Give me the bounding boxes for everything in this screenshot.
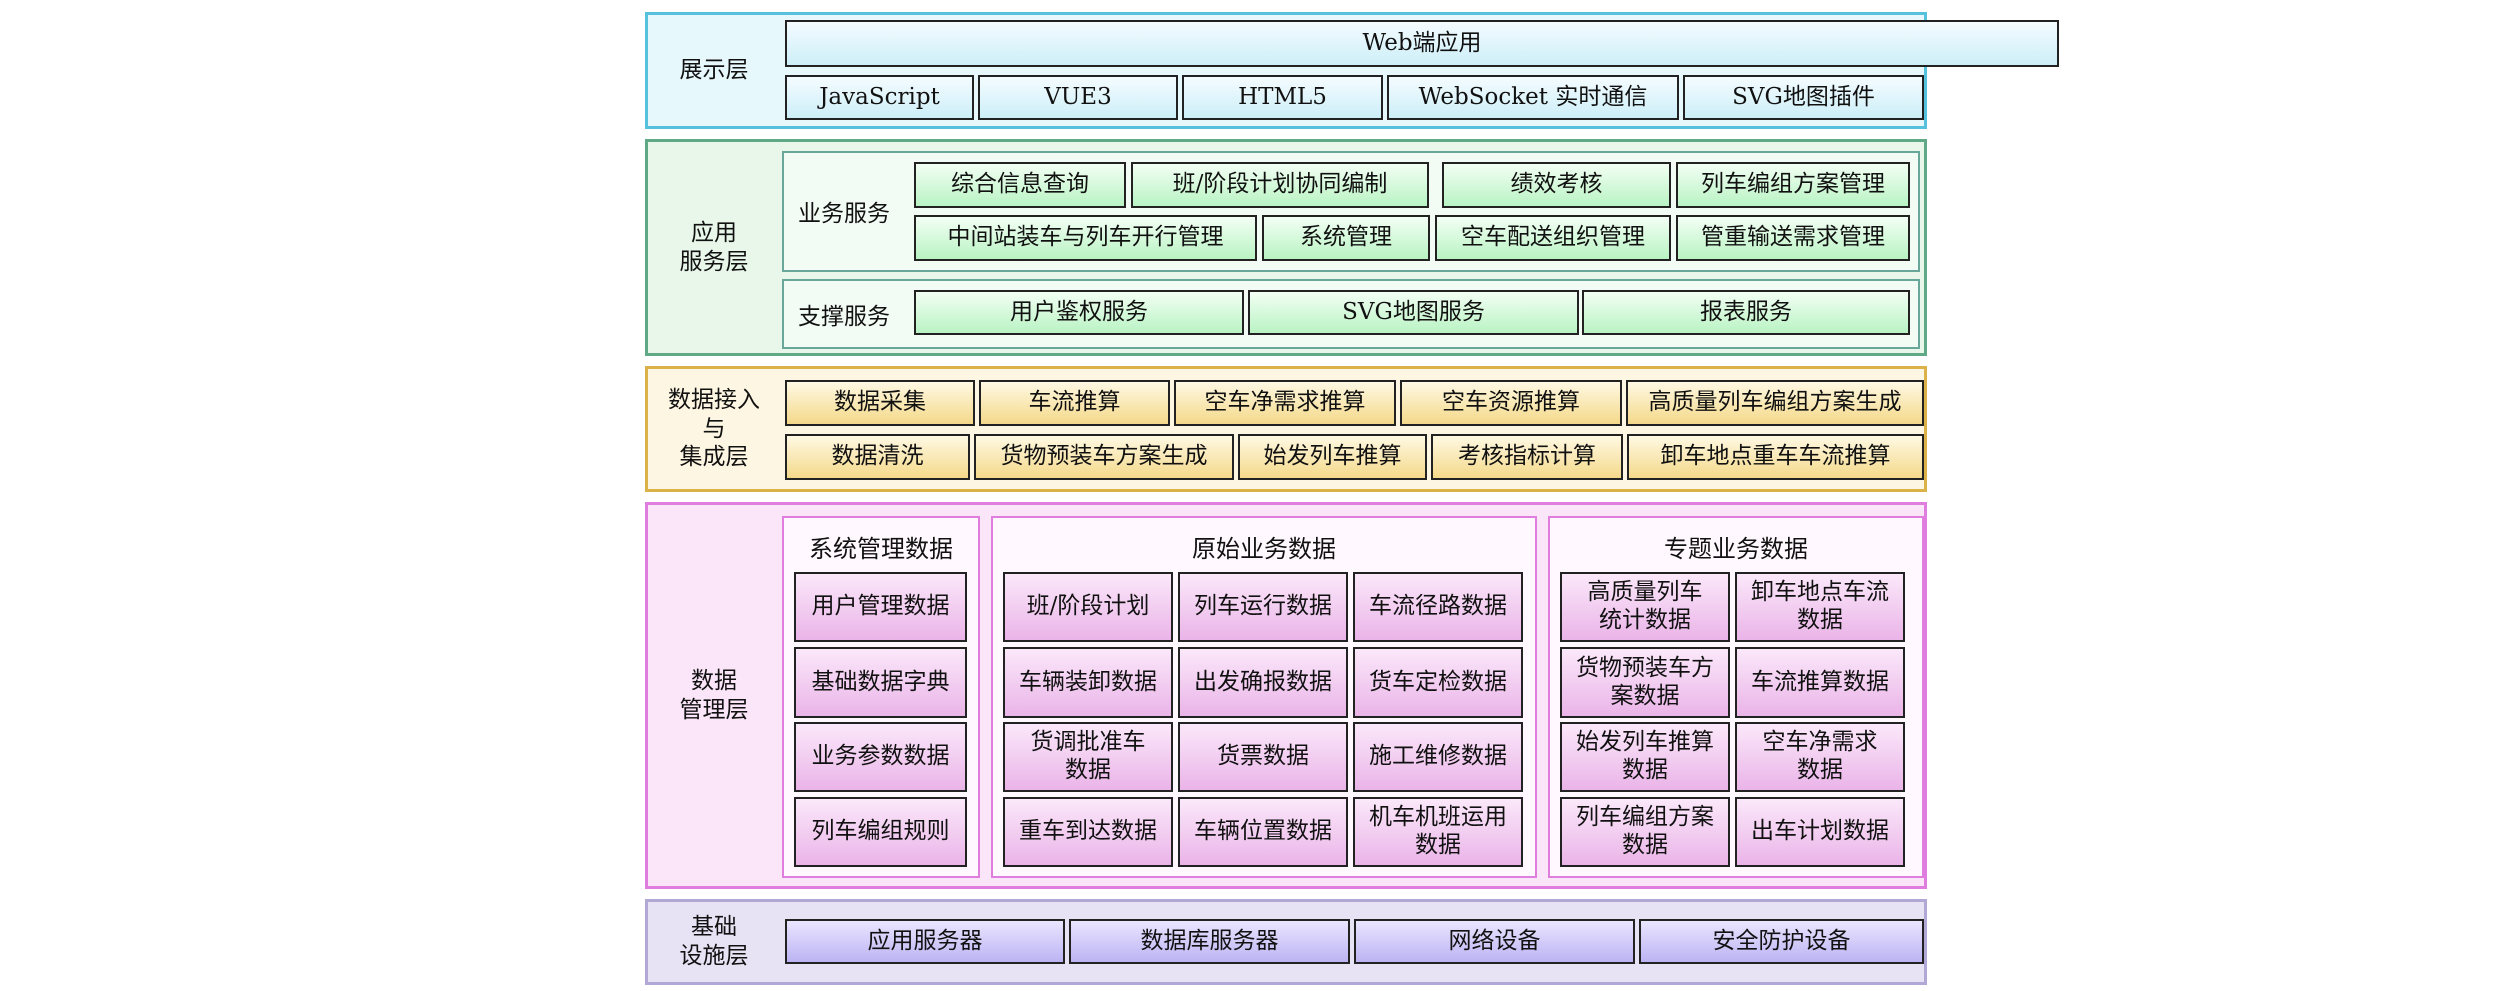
infrastructure-layer-label: 基础 设施层 [679, 914, 749, 969]
service-heavy-transport-demand: 管重输送需求管理 [1676, 215, 1910, 261]
tech-box-svg-plugin: SVG地图插件 [1683, 75, 1924, 120]
web-app-box: Web端应用 [785, 20, 2059, 67]
presentation-layer: 展示层 Web端应用 JavaScript VUE3 HTML5 WebSock… [645, 12, 2059, 129]
support-service-frame: 支撑服务 用户鉴权服务 SVG地图服务 报表服务 [782, 279, 1920, 349]
data-item-unloading-flow: 卸车地点车流 数据 [1735, 572, 1905, 642]
service-user-auth: 用户鉴权服务 [914, 290, 1244, 335]
application-layer-label: 应用 服务层 [679, 219, 749, 275]
task-formation-plan-generation: 高质量列车编组方案生成 [1626, 380, 1924, 426]
data-item-departure-report: 出发确报数据 [1178, 647, 1348, 718]
data-item-quality-train-stats: 高质量列车 统计数据 [1560, 572, 1730, 642]
data-item-loaded-arrival: 重车到达数据 [1003, 797, 1173, 867]
data-item-flow-route: 车流径路数据 [1353, 572, 1523, 642]
data-item-car-dispatch-plan: 出车计划数据 [1735, 797, 1905, 867]
infra-db-server: 数据库服务器 [1069, 919, 1350, 964]
system-data-panel: 系统管理数据 用户管理数据 基础数据字典 业务参数数据 列车编组规则 [782, 516, 980, 878]
data-item-flow-estimation: 车流推算数据 [1735, 647, 1905, 718]
data-item-vehicle-position: 车辆位置数据 [1178, 797, 1348, 867]
task-empty-car-net-demand: 空车净需求推算 [1174, 380, 1396, 426]
task-traffic-flow-estimation: 车流推算 [979, 380, 1170, 426]
service-system-management: 系统管理 [1262, 215, 1430, 261]
service-train-formation-plan: 列车编组方案管理 [1676, 162, 1910, 208]
tech-box-javascript: JavaScript [785, 75, 974, 120]
data-item-empty-car-demand: 空车净需求 数据 [1735, 722, 1905, 792]
presentation-layer-label: 展示层 [679, 57, 749, 84]
task-preloading-plan: 货物预装车方案生成 [974, 434, 1234, 480]
data-item-waybill: 货票数据 [1178, 722, 1348, 792]
task-data-cleaning: 数据清洗 [785, 434, 970, 480]
integration-layer: 数据接入 与 集成层 数据采集 车流推算 空车净需求推算 空车资源推算 高质量列… [645, 366, 1927, 492]
task-unloading-flow-estimation: 卸车地点重车车流推算 [1627, 434, 1924, 480]
infra-network-device: 网络设备 [1354, 919, 1635, 964]
infra-security-device: 安全防护设备 [1639, 919, 1924, 964]
data-item-locomotive-crew: 机车机班运用 数据 [1353, 797, 1523, 867]
raw-data-panel: 原始业务数据 班/阶段计划 列车运行数据 车流径路数据 车辆装卸数据 出发确报数… [991, 516, 1537, 878]
task-data-collection: 数据采集 [785, 380, 975, 426]
data-item-train-operation: 列车运行数据 [1178, 572, 1348, 642]
topic-data-title: 专题业务数据 [1664, 535, 1808, 563]
data-item-business-params: 业务参数数据 [794, 722, 967, 792]
service-performance-review: 绩效考核 [1442, 162, 1671, 208]
data-item-user-management: 用户管理数据 [794, 572, 967, 642]
data-item-formation-rules: 列车编组规则 [794, 797, 967, 867]
service-comprehensive-query: 综合信息查询 [914, 162, 1126, 208]
infra-app-server: 应用服务器 [785, 919, 1065, 964]
tech-box-vue3: VUE3 [978, 75, 1178, 120]
task-empty-car-resource: 空车资源推算 [1400, 380, 1622, 426]
data-item-loading-unloading: 车辆装卸数据 [1003, 647, 1173, 718]
data-item-originating-train: 始发列车推算 数据 [1560, 722, 1730, 792]
tech-box-websocket: WebSocket 实时通信 [1387, 75, 1679, 120]
raw-data-title: 原始业务数据 [1192, 535, 1336, 563]
task-kpi-calculation: 考核指标计算 [1431, 434, 1623, 480]
system-data-title: 系统管理数据 [809, 535, 953, 563]
data-item-preloading-plan: 货物预装车方 案数据 [1560, 647, 1730, 718]
service-svg-map: SVG地图服务 [1248, 290, 1579, 335]
service-empty-car-distribution: 空车配送组织管理 [1435, 215, 1671, 261]
service-station-loading: 中间站装车与列车开行管理 [914, 215, 1257, 261]
task-originating-train-estimation: 始发列车推算 [1238, 434, 1427, 480]
tech-box-html5: HTML5 [1182, 75, 1383, 120]
topic-data-panel: 专题业务数据 高质量列车 统计数据 卸车地点车流 数据 货物预装车方 案数据 车… [1548, 516, 1924, 878]
data-management-layer-label: 数据 管理层 [679, 667, 749, 723]
application-layer: 应用 服务层 业务服务 综合信息查询 班/阶段计划协同编制 绩效考核 列车编组方… [645, 139, 1927, 356]
data-management-layer: 数据 管理层 系统管理数据 用户管理数据 基础数据字典 业务参数数据 列车编组规… [645, 502, 1927, 889]
data-item-dictionary: 基础数据字典 [794, 647, 967, 718]
service-report: 报表服务 [1582, 290, 1910, 335]
data-item-wagon-inspection: 货车定检数据 [1353, 647, 1523, 718]
business-service-frame: 业务服务 综合信息查询 班/阶段计划协同编制 绩效考核 列车编组方案管理 中间站… [782, 151, 1920, 272]
data-item-dispatch-approved: 货调批准车 数据 [1003, 722, 1173, 792]
integration-layer-label: 数据接入 与 集成层 [668, 386, 760, 471]
data-item-maintenance: 施工维修数据 [1353, 722, 1523, 792]
data-item-formation-plan: 列车编组方案 数据 [1560, 797, 1730, 867]
support-service-label: 支撑服务 [798, 303, 890, 330]
infrastructure-layer: 基础 设施层 应用服务器 数据库服务器 网络设备 安全防护设备 [645, 899, 1927, 985]
business-service-label: 业务服务 [798, 201, 890, 227]
service-plan-coediting: 班/阶段计划协同编制 [1131, 162, 1429, 208]
data-item-shift-plan: 班/阶段计划 [1003, 572, 1173, 642]
